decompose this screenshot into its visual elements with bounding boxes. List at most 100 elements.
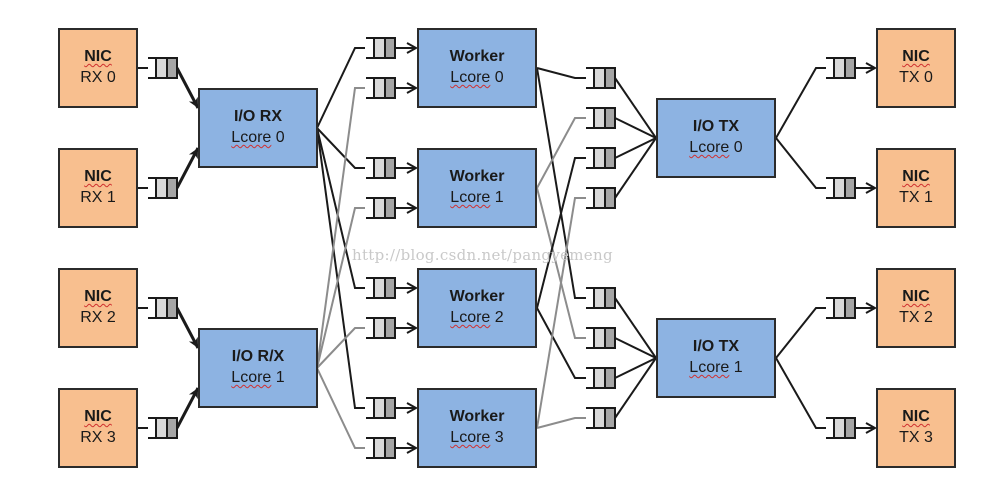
- lcore-label: Lcore 0: [689, 139, 743, 156]
- worker-to-io-tx-line: [536, 307, 586, 379]
- io-tx-title: I/O TX: [692, 118, 740, 135]
- rx-queue-icon: [148, 177, 178, 199]
- io-tx-to-nic-line: [775, 357, 826, 429]
- worker-title: Worker: [449, 48, 505, 65]
- nic-rx-1[interactable]: NIC RX 1: [58, 148, 138, 228]
- queue-to-io-tx-line: [614, 137, 657, 199]
- tx-queue-icon: [586, 67, 616, 89]
- tx-queue-icon: [586, 147, 616, 169]
- io-tx-to-nic-line: [775, 67, 826, 139]
- nic-tx-queue-icon: [826, 57, 856, 79]
- io-rx-to-worker-line: [316, 367, 365, 449]
- worker-queue-icon: [366, 77, 396, 99]
- worker-queue-icon: [366, 197, 396, 219]
- nic-tx-3[interactable]: NIC TX 3: [876, 388, 956, 468]
- worker-lcore-0[interactable]: Worker Lcore 0: [417, 28, 537, 108]
- worker-queue-icon: [366, 277, 396, 299]
- nic-title: NIC: [902, 168, 930, 185]
- rx-queue-to-io-arrow: [175, 67, 200, 109]
- io-rx-lcore-0[interactable]: I/O RX Lcore 0: [198, 88, 318, 168]
- tx-queue-icon: [586, 187, 616, 209]
- worker-lcore-3[interactable]: Worker Lcore 3: [417, 388, 537, 468]
- queue-to-io-tx-line: [614, 357, 657, 379]
- io-rx-title: I/O R/X: [231, 348, 285, 365]
- watermark-text: http://blog.csdn.net/pangyemeng: [352, 246, 613, 264]
- worker-to-io-tx-line: [536, 117, 586, 189]
- nic-tx-queue-icon: [826, 417, 856, 439]
- io-rx-lcore-1[interactable]: I/O R/X Lcore 1: [198, 328, 318, 408]
- queue-to-io-tx-line: [614, 137, 657, 159]
- worker-queue-icon: [366, 437, 396, 459]
- io-rx-to-worker-line: [316, 127, 365, 169]
- worker-lcore-1[interactable]: Worker Lcore 1: [417, 148, 537, 228]
- nic-tx-2[interactable]: NIC TX 2: [876, 268, 956, 348]
- io-rx-to-worker-line: [316, 207, 365, 369]
- nic-label: RX 1: [80, 189, 116, 206]
- rx-queue-to-io-arrow: [175, 147, 200, 189]
- io-tx-to-nic-line: [775, 307, 826, 359]
- queue-to-io-tx-line: [614, 357, 657, 419]
- io-tx-lcore-1[interactable]: I/O TX Lcore 1: [656, 318, 776, 398]
- io-tx-lcore-0[interactable]: I/O TX Lcore 0: [656, 98, 776, 178]
- nic-label: RX 0: [80, 69, 116, 86]
- worker-title: Worker: [449, 288, 505, 305]
- lcore-label: Lcore 1: [450, 189, 504, 206]
- rx-queue-to-io-arrow: [175, 307, 200, 349]
- io-tx-to-nic-line: [775, 137, 826, 189]
- lcore-label: Lcore 1: [231, 369, 285, 386]
- worker-to-io-tx-line: [536, 157, 586, 309]
- nic-tx-1[interactable]: NIC TX 1: [876, 148, 956, 228]
- io-tx-title: I/O TX: [692, 338, 740, 355]
- nic-title: NIC: [84, 48, 112, 65]
- io-rx-to-worker-line: [316, 87, 365, 369]
- nic-label: TX 0: [899, 69, 933, 86]
- worker-title: Worker: [449, 168, 505, 185]
- lcore-label: Lcore 0: [231, 129, 285, 146]
- nic-label: RX 3: [80, 429, 116, 446]
- tx-queue-icon: [586, 367, 616, 389]
- io-rx-to-worker-line: [316, 47, 365, 129]
- worker-queue-icon: [366, 317, 396, 339]
- tx-queue-icon: [586, 287, 616, 309]
- lcore-label: Lcore 0: [450, 69, 504, 86]
- nic-rx-2[interactable]: NIC RX 2: [58, 268, 138, 348]
- tx-queue-icon: [586, 327, 616, 349]
- queue-to-io-tx-line: [614, 337, 657, 359]
- tx-queue-icon: [586, 407, 616, 429]
- rx-queue-to-io-arrow: [175, 387, 200, 429]
- nic-label: TX 1: [899, 189, 933, 206]
- worker-lcore-2[interactable]: Worker Lcore 2: [417, 268, 537, 348]
- nic-rx-3[interactable]: NIC RX 3: [58, 388, 138, 468]
- io-rx-to-worker-line: [316, 127, 365, 289]
- worker-queue-icon: [366, 37, 396, 59]
- io-rx-to-worker-line: [316, 327, 365, 369]
- lcore-label: Lcore 1: [689, 359, 743, 376]
- rx-queue-icon: [148, 57, 178, 79]
- nic-label: TX 2: [899, 309, 933, 326]
- nic-label: RX 2: [80, 309, 116, 326]
- worker-to-io-tx-line: [536, 417, 586, 429]
- io-rx-title: I/O RX: [233, 108, 282, 125]
- tx-queue-icon: [586, 107, 616, 129]
- io-rx-to-worker-line: [316, 127, 365, 409]
- queue-to-io-tx-line: [614, 297, 657, 359]
- worker-to-io-tx-line: [536, 197, 586, 429]
- queue-to-io-tx-line: [614, 77, 657, 139]
- nic-tx-queue-icon: [826, 177, 856, 199]
- nic-title: NIC: [902, 48, 930, 65]
- lcore-label: Lcore 3: [450, 429, 504, 446]
- nic-title: NIC: [902, 408, 930, 425]
- worker-to-io-tx-line: [536, 67, 586, 79]
- worker-to-io-tx-line: [536, 187, 586, 339]
- nic-rx-0[interactable]: NIC RX 0: [58, 28, 138, 108]
- nic-label: TX 3: [899, 429, 933, 446]
- nic-title: NIC: [902, 288, 930, 305]
- queue-to-io-tx-line: [614, 117, 657, 139]
- worker-to-io-tx-line: [536, 67, 586, 299]
- rx-queue-icon: [148, 417, 178, 439]
- nic-tx-0[interactable]: NIC TX 0: [876, 28, 956, 108]
- nic-title: NIC: [84, 408, 112, 425]
- worker-queue-icon: [366, 397, 396, 419]
- rx-queue-icon: [148, 297, 178, 319]
